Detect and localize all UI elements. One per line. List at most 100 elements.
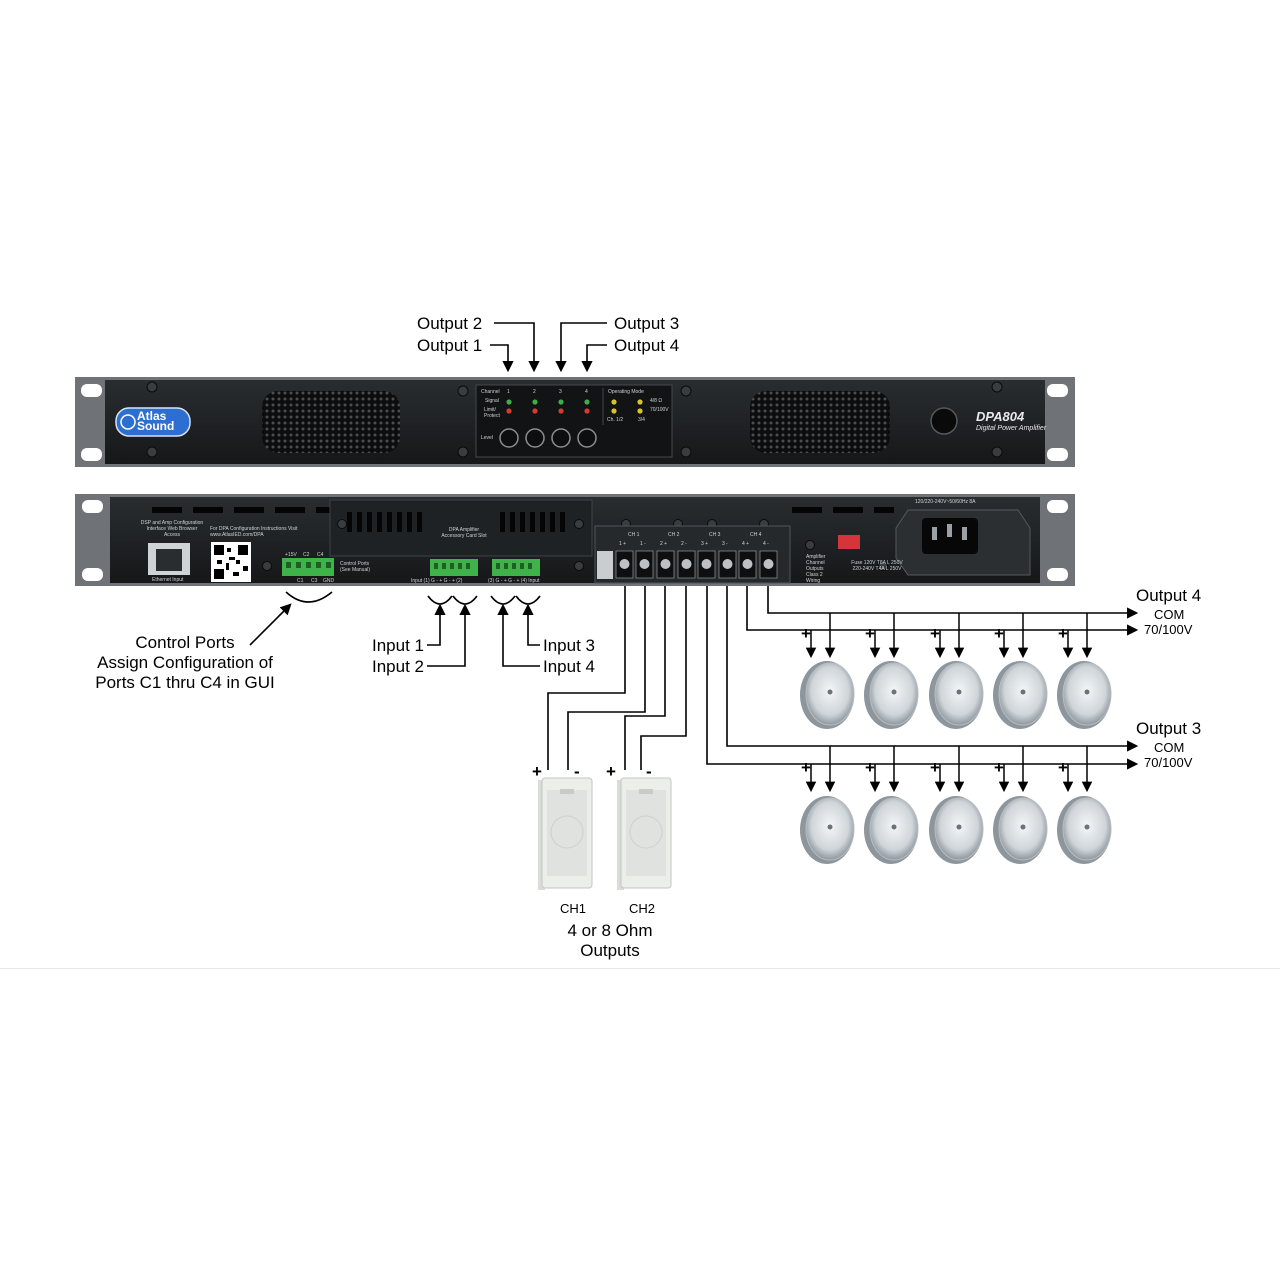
input-3-callout: Input 3 bbox=[543, 636, 595, 656]
output-led-callouts bbox=[490, 323, 607, 370]
ceiling-speaker bbox=[1057, 661, 1111, 729]
limit-label: Limit/ Protect bbox=[484, 407, 504, 419]
output-4-callout: Output 4 bbox=[614, 336, 679, 356]
plus-marker: + bbox=[930, 758, 940, 778]
ceiling-speaker bbox=[800, 661, 854, 729]
mode-label: 3/4 bbox=[638, 417, 645, 423]
control-pin-label: +15V bbox=[285, 552, 297, 558]
impedance-caption-line2: Outputs bbox=[540, 941, 680, 961]
ch-label: CH 4 bbox=[750, 532, 761, 538]
front-panel bbox=[75, 377, 1075, 467]
ceiling-speaker bbox=[929, 661, 983, 729]
control-ports-title: Control Ports bbox=[80, 633, 290, 653]
front-vent-left bbox=[262, 391, 400, 453]
channel-number: 3 bbox=[559, 389, 562, 395]
front-vent-right bbox=[750, 391, 890, 453]
wall-speaker-ch1 bbox=[538, 778, 592, 890]
control-ports-callout-text: Control Ports Assign Configuration of Po… bbox=[80, 633, 290, 693]
ch1-label: CH1 bbox=[560, 901, 586, 916]
power-button bbox=[931, 408, 957, 434]
output-2-callout: Output 2 bbox=[417, 314, 482, 334]
ch1-minus: - bbox=[574, 762, 580, 782]
input-4-callout: Input 4 bbox=[543, 657, 595, 677]
output-3-com: COM bbox=[1154, 740, 1184, 755]
terminal-label: 3 + bbox=[701, 541, 708, 547]
input-1-callout: Input 1 bbox=[372, 636, 424, 656]
output-4-com: COM bbox=[1154, 607, 1184, 622]
terminal-label: 2 - bbox=[681, 541, 687, 547]
channel-number: 2 bbox=[533, 389, 536, 395]
ch-label: CH 1 bbox=[628, 532, 639, 538]
rear-panel bbox=[75, 494, 1075, 586]
terminal-label: 3 - bbox=[722, 541, 728, 547]
ceiling-speaker bbox=[864, 661, 918, 729]
dpa-instructions: For DPA Configuration Instructions Visit… bbox=[210, 526, 302, 538]
power-rating-label: 120/220-240V~50/60Hz 8A bbox=[915, 499, 975, 505]
amp-outputs-label: Amplifier Channel Outputs Class 2 Wiring bbox=[806, 554, 836, 584]
input-2-callout: Input 2 bbox=[372, 657, 424, 677]
channel-number: 4 bbox=[585, 389, 588, 395]
channel-number: 1 bbox=[507, 389, 510, 395]
plus-marker: + bbox=[801, 758, 811, 778]
mode-label: Ch. 1/2 bbox=[607, 417, 623, 423]
ceiling-speaker bbox=[800, 796, 854, 864]
terminal-label: 4 + bbox=[742, 541, 749, 547]
ch1-plus: + bbox=[532, 762, 542, 782]
qr-code bbox=[211, 542, 251, 582]
ceiling-speaker bbox=[1057, 796, 1111, 864]
control-pin-label: C4 bbox=[317, 552, 323, 558]
power-switch bbox=[838, 535, 860, 549]
plus-marker: + bbox=[994, 624, 1004, 644]
wall-speaker-ch2 bbox=[617, 778, 671, 890]
ethernet-label: Ethernet Input bbox=[152, 577, 183, 583]
accessory-slot-label: DPA Amplifier Accessory Card Slot bbox=[438, 527, 490, 539]
level-label: Level bbox=[481, 435, 493, 441]
low-impedance-wiring bbox=[548, 586, 686, 770]
model-subtitle: Digital Power Amplifier bbox=[976, 425, 1046, 432]
output4-drops bbox=[811, 613, 1087, 656]
plus-marker: + bbox=[1058, 758, 1068, 778]
operating-mode-label: Operating Mode bbox=[608, 389, 644, 395]
mode-label: 4/8 Ω bbox=[650, 398, 662, 404]
model-name: DPA804 bbox=[976, 409, 1024, 424]
dsp-access-label: DSP and Amp Configuration Interface Web … bbox=[140, 520, 204, 538]
output-1-callout: Output 1 bbox=[417, 336, 482, 356]
ceiling-speaker bbox=[993, 661, 1047, 729]
ceiling-speaker bbox=[864, 796, 918, 864]
channel-label: Channel bbox=[481, 389, 500, 395]
control-ports-line3: Ports C1 thru C4 in GUI bbox=[80, 673, 290, 693]
impedance-caption-line1: 4 or 8 Ohm bbox=[540, 921, 680, 941]
terminal-label: 2 + bbox=[660, 541, 667, 547]
plus-marker: + bbox=[865, 758, 875, 778]
input-left-label: Input (1) G - + G - + (2) bbox=[411, 578, 462, 584]
ch2-plus: + bbox=[606, 762, 616, 782]
ceiling-speaker bbox=[929, 796, 983, 864]
control-pin-label: GND bbox=[323, 578, 334, 584]
plus-marker: + bbox=[930, 624, 940, 644]
fuse-label: Fuse 120V T8A L 250V 220-240V T4A L 250V bbox=[846, 560, 908, 572]
terminal-label: 1 - bbox=[640, 541, 646, 547]
input-right-label: (3) G - + G - + (4) Input bbox=[488, 578, 539, 584]
ch-label: CH 2 bbox=[668, 532, 679, 538]
output-4-title: Output 4 bbox=[1136, 586, 1201, 606]
output3-drops bbox=[811, 746, 1087, 790]
logo-text-line2: Sound bbox=[137, 421, 174, 431]
plus-marker: + bbox=[1058, 624, 1068, 644]
output-3-voltage: 70/100V bbox=[1144, 755, 1192, 770]
control-ports-rear-label: Control Ports (See Manual) bbox=[340, 561, 380, 573]
mode-label: 70/100V bbox=[650, 407, 669, 413]
ch-label: CH 3 bbox=[709, 532, 720, 538]
impedance-caption: 4 or 8 Ohm Outputs bbox=[540, 921, 680, 961]
terminal-label: 1 + bbox=[619, 541, 626, 547]
terminal-label: 4 - bbox=[763, 541, 769, 547]
output-3-callout: Output 3 bbox=[614, 314, 679, 334]
control-pin-label: C3 bbox=[311, 578, 317, 584]
bottom-divider bbox=[0, 968, 1280, 969]
iec-power-inlet bbox=[896, 510, 1030, 575]
signal-label: Signal bbox=[485, 398, 499, 404]
ch2-label: CH2 bbox=[629, 901, 655, 916]
plus-marker: + bbox=[801, 624, 811, 644]
plus-marker: + bbox=[994, 758, 1004, 778]
control-pin-label: C1 bbox=[297, 578, 303, 584]
control-ports-line2: Assign Configuration of bbox=[80, 653, 290, 673]
